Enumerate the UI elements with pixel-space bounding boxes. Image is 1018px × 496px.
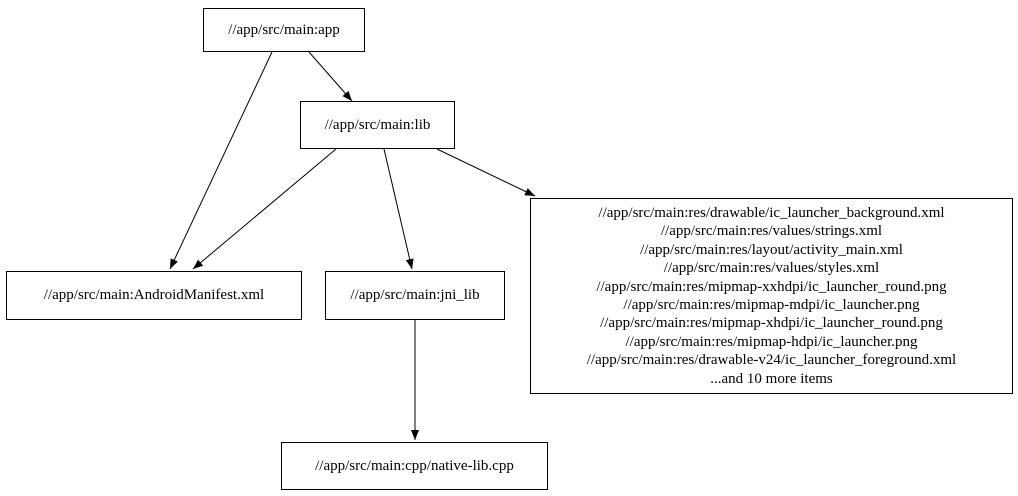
edge-app-to-androidmanifest [169,51,273,270]
edge-lib-to-resgroup [436,148,536,197]
res-group-line: //app/src/main:res/mipmap-xhdpi/ic_launc… [600,315,943,332]
res-group-line: //app/src/main:res/mipmap-mdpi/ic_launch… [623,297,920,313]
res-group-line: //app/src/main:res/drawable/ic_launcher_… [598,204,945,221]
node-native-lib-cpp-label: //app/src/main:cpp/native-lib.cpp [315,457,514,474]
node-jni-lib-label: //app/src/main:jni_lib [350,287,480,303]
res-group-line: //app/src/main:res/drawable-v24/ic_launc… [586,352,957,369]
node-android-manifest-label: //app/src/main:AndroidManifest.xml [43,287,265,303]
res-group-line: //app/src/main:res/values/strings.xml [660,223,883,240]
res-group-line: //app/src/main:res/mipmap-hdpi/ic_launch… [625,333,918,350]
edge-lib-to-androidmanifest [192,148,337,270]
node-native-lib-cpp: //app/src/main:cpp/native-lib.cpp [281,442,548,490]
node-app-label: //app/src/main:app [228,21,340,38]
edge-lib-to-jnilib [383,148,414,270]
edge-app-to-lib [308,51,353,102]
node-lib-label: //app/src/main:lib [324,116,431,133]
node-lib: //app/src/main:lib [300,101,455,149]
node-jni-lib: //app/src/main:jni_lib [325,271,505,320]
node-android-manifest: //app/src/main:AndroidManifest.xml [6,271,302,320]
res-group-line: //app/src/main:res/values/styles.xml [663,260,880,277]
node-app: //app/src/main:app [203,8,365,52]
res-group-line-more: ...and 10 more items [710,370,833,387]
node-res-group: //app/src/main:res/drawable/ic_launcher_… [530,198,1013,394]
res-group-line: //app/src/main:res/layout/activity_main.… [640,241,903,258]
res-group-line: //app/src/main:res/mipmap-xxhdpi/ic_laun… [596,278,947,295]
